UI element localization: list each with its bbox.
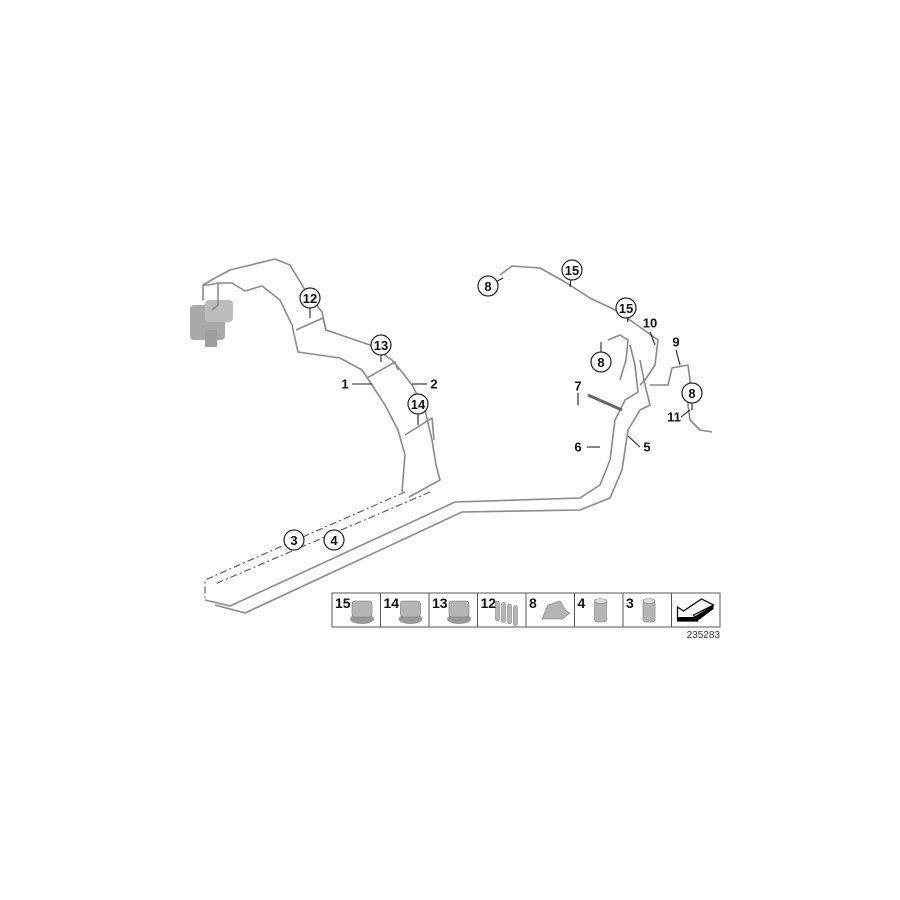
- callout-15: 15: [615, 297, 637, 323]
- legend-cell: [671, 592, 721, 628]
- legend-cell: 13: [428, 592, 478, 628]
- direction-arrow-icon: [676, 598, 715, 622]
- legend-cell: 12: [477, 592, 527, 628]
- callout-8: 8: [681, 382, 703, 410]
- brake-line-15b: [607, 334, 629, 381]
- callout-label: 8: [688, 386, 695, 401]
- callout-label: 2: [430, 377, 437, 392]
- catalog-number: 235283: [687, 630, 721, 641]
- callout-label: 15: [565, 263, 579, 278]
- legend-number: 15: [335, 595, 351, 611]
- callout-2: 2: [412, 377, 438, 392]
- callout-8: 8: [590, 342, 612, 373]
- callout-label: 15: [619, 301, 633, 316]
- callout-5: 5: [627, 435, 651, 455]
- callout-9: 9: [672, 335, 681, 366]
- callout-label: 8: [597, 355, 604, 370]
- callout-6: 6: [574, 440, 600, 455]
- legend-cell: 4: [574, 592, 624, 628]
- legend-number: 3: [626, 595, 634, 611]
- callout-7: 7: [574, 379, 582, 405]
- clip-12-icon: [495, 600, 518, 626]
- callout-8: 8: [477, 275, 504, 297]
- ABS-connector-line: [211, 283, 219, 311]
- brake-line-9: [650, 364, 713, 433]
- clip-14-icon: [398, 600, 423, 624]
- callout-label: 7: [574, 379, 581, 394]
- callout-11: 11: [667, 410, 691, 425]
- callout-label: 9: [672, 335, 679, 350]
- line-3-dashed: [204, 491, 406, 598]
- callout-label: 8: [484, 279, 491, 294]
- callout-label: 3: [290, 533, 297, 548]
- brake-hose-7: [587, 393, 623, 412]
- callout-4: 4: [323, 529, 345, 551]
- callout-1: 1: [341, 377, 372, 392]
- brake-line-6: [204, 344, 639, 607]
- clip-14-mark: [404, 417, 435, 441]
- callout-label: 1: [341, 377, 348, 392]
- brake-line-5: [214, 359, 651, 614]
- callout-3: 3: [283, 529, 305, 551]
- callout-12: 12: [299, 287, 321, 318]
- callout-label: 12: [303, 291, 317, 306]
- legend-number: 12: [481, 595, 497, 611]
- legend-number: 8: [529, 595, 537, 611]
- brake-line-1: [202, 282, 406, 493]
- callout-label: 11: [667, 410, 681, 425]
- legend-cell: 3: [622, 592, 672, 628]
- callout-label: 5: [643, 440, 650, 455]
- clip-12-mark: [295, 317, 327, 331]
- callout-15: 15: [561, 259, 583, 288]
- brake-line-10: [499, 265, 659, 386]
- brake-line-2: [202, 258, 441, 498]
- bracket-8-icon: [541, 600, 571, 620]
- callout-14: 14: [407, 393, 429, 425]
- legend-cell: 8: [525, 592, 575, 628]
- legend-cell: 14: [380, 592, 430, 628]
- clip-15-icon: [350, 600, 374, 624]
- callout-label: 10: [643, 316, 657, 331]
- callout-label: 14: [411, 397, 426, 412]
- callout-label: 4: [330, 533, 338, 548]
- clip-13-icon: [447, 600, 471, 624]
- callout-label: 6: [574, 440, 581, 455]
- clip-13-mark: [366, 361, 399, 379]
- legend-number: 4: [578, 595, 586, 611]
- legend-cell: 15: [331, 592, 381, 628]
- legend-number: 14: [384, 595, 400, 611]
- legend-number: 13: [432, 595, 448, 611]
- line-4-dashed: [214, 491, 431, 585]
- callout-label: 13: [374, 338, 388, 353]
- nut-3-icon: [642, 598, 656, 623]
- nut-4-icon: [594, 598, 607, 623]
- callout-10: 10: [643, 316, 657, 346]
- abs-unit-icon: [190, 300, 233, 347]
- callout-13: 13: [370, 334, 392, 362]
